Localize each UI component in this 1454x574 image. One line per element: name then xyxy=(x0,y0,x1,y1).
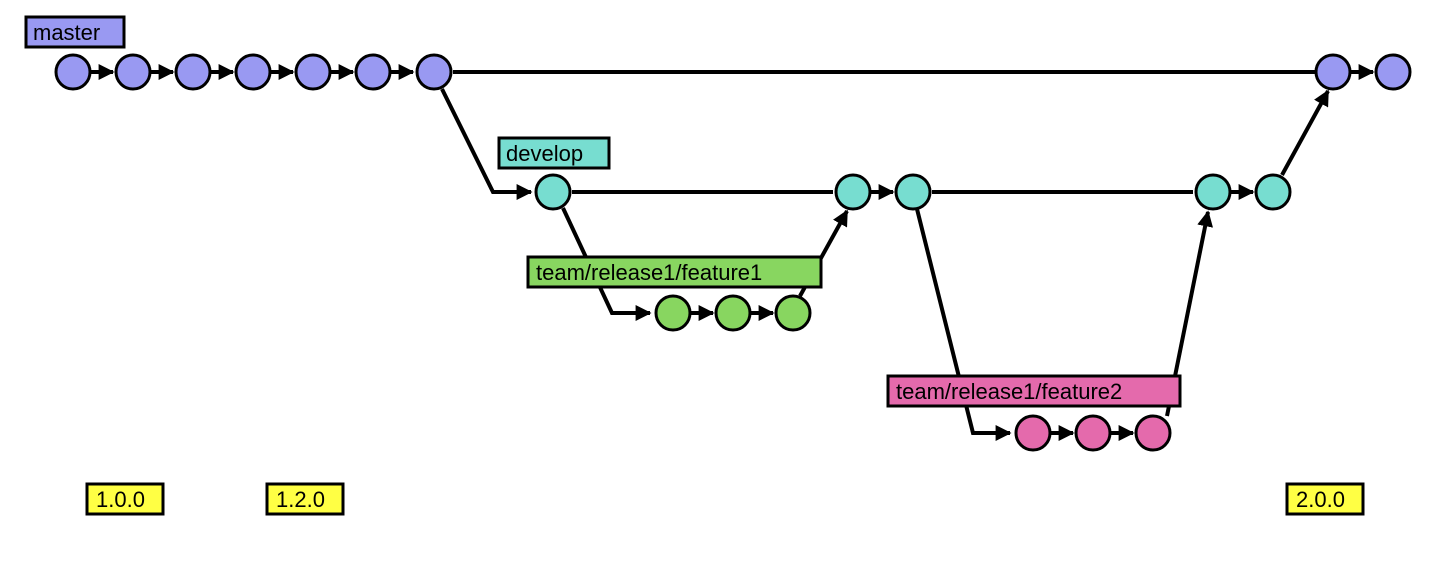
branch-label-feature1: team/release1/feature1 xyxy=(526,255,823,289)
commit-node xyxy=(654,294,692,332)
branch-label-box xyxy=(497,136,611,170)
tag-1-0-0: 1.0.0 xyxy=(85,482,165,516)
commit-node xyxy=(1074,414,1112,452)
edges xyxy=(90,64,1375,441)
tag-2-0-0: 2.0.0 xyxy=(1285,482,1365,516)
commit-node xyxy=(1254,173,1292,211)
tag-text: 1.0.0 xyxy=(96,487,145,512)
branch-label-box xyxy=(886,374,1182,408)
commit-node xyxy=(894,173,932,211)
branch-label-master: master xyxy=(24,15,126,49)
tag-text: 2.0.0 xyxy=(1296,487,1345,512)
branch-label-box xyxy=(24,15,126,49)
tag-box xyxy=(1285,482,1365,516)
edge-develop-to-feature1 xyxy=(561,207,652,321)
commit-node xyxy=(1314,53,1352,91)
commit-node xyxy=(415,53,453,91)
commit-node xyxy=(1134,414,1172,452)
commits-develop xyxy=(534,173,1292,211)
branch-label-develop: develop xyxy=(497,136,611,170)
edge-develop-to-master xyxy=(1280,89,1330,176)
edge-develop-to-feature2 xyxy=(915,208,1012,441)
commit-node xyxy=(774,294,812,332)
commit-node xyxy=(834,173,872,211)
commits-feature1 xyxy=(654,294,812,332)
commits-master xyxy=(54,53,1412,91)
commit-node xyxy=(1194,173,1232,211)
branch-label-text: develop xyxy=(506,141,583,166)
commit-node xyxy=(54,53,92,91)
tag-text: 1.2.0 xyxy=(276,487,325,512)
tag-box xyxy=(265,482,345,516)
commit-node xyxy=(294,53,332,91)
commit-node xyxy=(534,173,572,211)
branch-label-text: master xyxy=(33,20,100,45)
commit-node xyxy=(1014,414,1052,452)
branch-label-feature2: team/release1/feature2 xyxy=(886,374,1182,408)
branch-label-box xyxy=(526,255,823,289)
edge-master-to-develop xyxy=(440,88,533,200)
tag-1-2-0: 1.2.0 xyxy=(265,482,345,516)
tag-box xyxy=(85,482,165,516)
branch-label-text: team/release1/feature2 xyxy=(896,379,1122,404)
commit-node xyxy=(114,53,152,91)
commit-node xyxy=(174,53,212,91)
commits-feature2 xyxy=(1014,414,1172,452)
commit-node xyxy=(714,294,752,332)
commit-node xyxy=(234,53,272,91)
commit-node xyxy=(354,53,392,91)
branch-label-text: team/release1/feature1 xyxy=(536,260,762,285)
commit-node xyxy=(1374,53,1412,91)
